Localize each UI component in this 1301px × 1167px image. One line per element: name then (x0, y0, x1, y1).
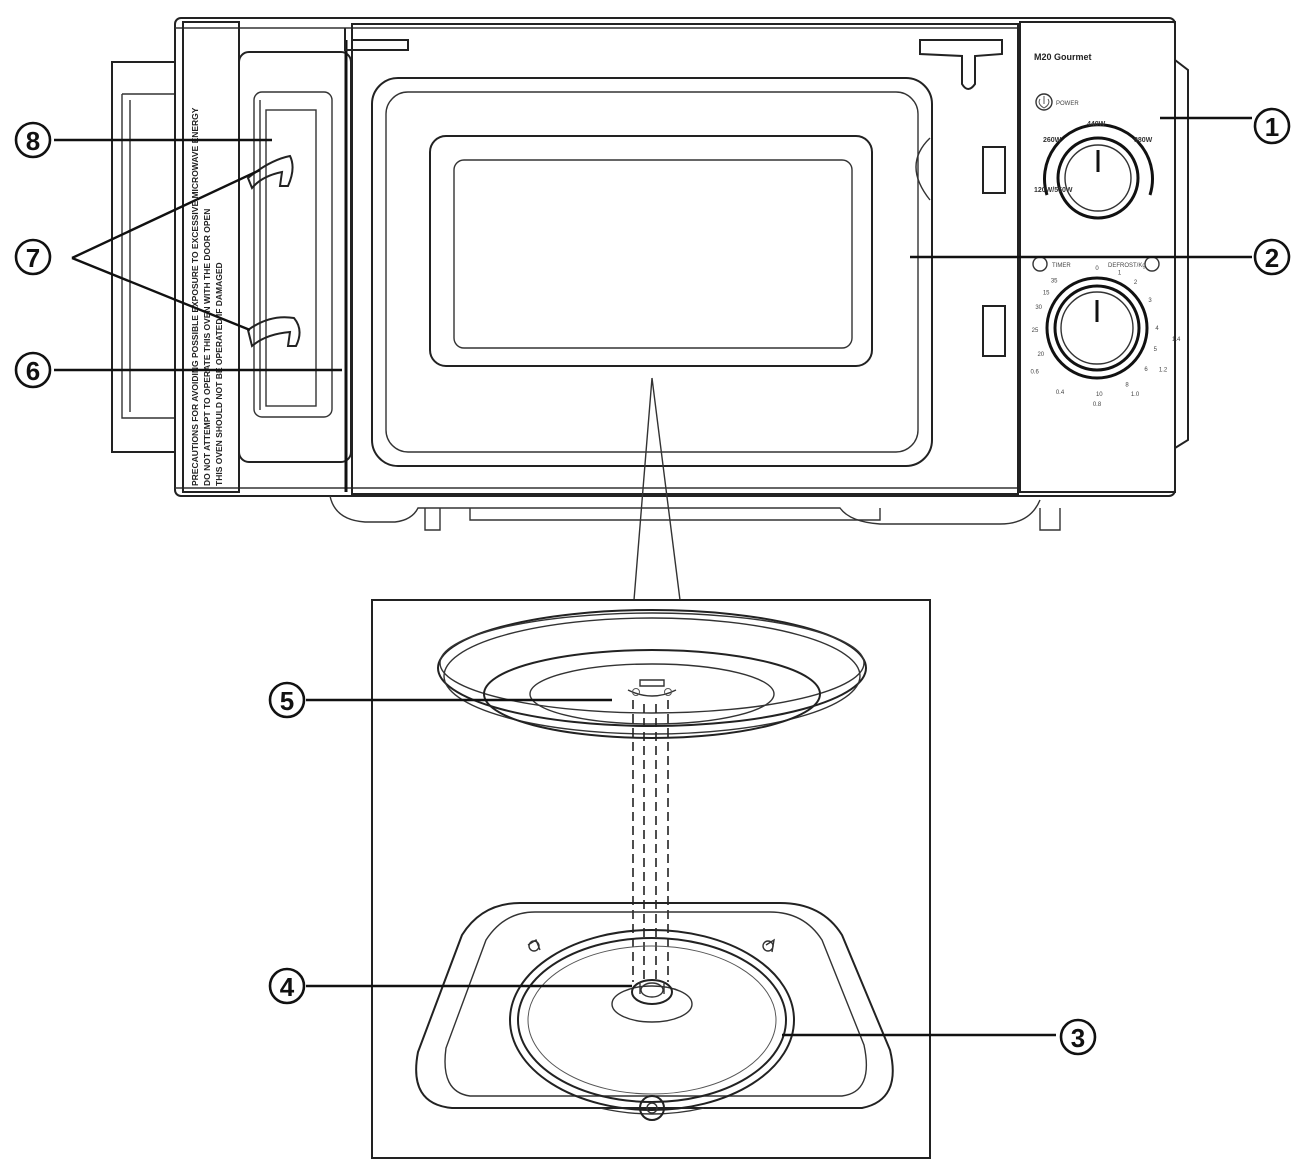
door-slot-lower (982, 305, 1006, 357)
door-hook-upper (246, 154, 294, 190)
door-latch-area (238, 40, 352, 492)
timer-dial: 0 1 2 3 4 5 6 8 10 15 20 25 30 35 0.4 0.6 0.8 1.0 1.2 1.4 (1031, 266, 1182, 408)
warning-line-3: THIS OVEN SHOULD NOT BE OPERATED IF DAMA… (214, 262, 224, 486)
roller-ring (509, 929, 795, 1115)
callout-3: 3 (1059, 1018, 1097, 1056)
power-label: POWER (1056, 101, 1079, 107)
timer-tick-label: 2 (1134, 280, 1138, 286)
callout-1: 1 (1253, 107, 1291, 145)
callout-8: 8 (14, 121, 52, 159)
timer-tick-label: 1 (1118, 270, 1122, 276)
callout-4-number: 4 (280, 972, 295, 1002)
microwave-front-view: PRECAUTIONS FOR AVOIDING POSSIBLE EXPOSU… (111, 17, 1189, 531)
glass-turntable-tray (437, 609, 867, 739)
timer-tick-label: 15 (1043, 290, 1050, 296)
callout-5-number: 5 (280, 686, 294, 716)
callout-3-number: 3 (1071, 1023, 1085, 1053)
timer-tick-label: 0.6 (1031, 370, 1040, 376)
timer-tick-label: 10 (1096, 392, 1103, 398)
door-panel (351, 23, 1019, 495)
timer-tick-label: 35 (1051, 278, 1058, 284)
timer-tick-label: 0 (1095, 266, 1099, 272)
leader-7b (71, 256, 251, 332)
timer-tick-label: 1.0 (1131, 392, 1140, 398)
power-dial: 120W/550W 260W 440W 880W (1034, 121, 1154, 220)
inset-frame (371, 599, 931, 1159)
callout-7: 7 (14, 238, 52, 276)
callout-7-number: 7 (26, 243, 40, 273)
timer-tick-label: 0.8 (1093, 402, 1102, 408)
floor-drive-hole (639, 1095, 665, 1121)
oven-feet (329, 495, 1041, 525)
callout-6-number: 6 (26, 356, 40, 386)
callout-5: 5 (268, 681, 306, 719)
defrost-label: DEFROST/Kg (1108, 263, 1146, 269)
turntable-inset (371, 377, 931, 1159)
timer-label: TIMER (1052, 263, 1071, 269)
callout-6: 6 (14, 351, 52, 389)
door-slot-upper (982, 146, 1006, 194)
model-name: M20 Gourmet (1034, 52, 1092, 62)
timer-tick-label: 8 (1125, 383, 1129, 389)
timer-tick-label: 6 (1144, 367, 1148, 373)
oven-floor-base (415, 902, 894, 1109)
timer-tick-label: 20 (1037, 352, 1044, 358)
timer-tick-label: 4 (1155, 326, 1159, 332)
timer-tick-label: 0.4 (1056, 390, 1065, 396)
timer-tick-label: 3 (1148, 298, 1152, 304)
shaft-dashed-guides (632, 700, 669, 982)
callout-2-number: 2 (1265, 243, 1279, 273)
power-label-120-550: 120W/550W (1034, 187, 1073, 194)
timer-tick-label: 5 (1154, 347, 1158, 353)
door-top-hook (919, 39, 1003, 90)
power-label-880: 880W (1134, 137, 1153, 144)
power-label-260: 260W (1043, 137, 1062, 144)
door-window-outer (371, 77, 933, 467)
door-hook-lower (246, 316, 301, 348)
warning-line-1: PRECAUTIONS FOR AVOIDING POSSIBLE EXPOSU… (190, 107, 200, 486)
door-warning-text: PRECAUTIONS FOR AVOIDING POSSIBLE EXPOSU… (190, 107, 224, 486)
callout-4: 4 (268, 967, 306, 1005)
timer-tick-label: 1.4 (1172, 337, 1181, 343)
door-window-inner (429, 135, 873, 367)
timer-tick-label: 1.2 (1159, 367, 1168, 373)
power-label-440: 440W (1087, 121, 1106, 128)
callout-1-number: 1 (1265, 112, 1279, 142)
callout-8-number: 8 (26, 126, 40, 156)
leader-lines (54, 116, 1252, 1037)
coupler (611, 979, 693, 1023)
timer-tick-label: 30 (1035, 305, 1042, 311)
timer-tick-label: 25 (1032, 328, 1039, 334)
warning-line-2: DO NOT ATTEMPT TO OPERATE THIS OVEN WITH… (202, 209, 212, 486)
callout-2: 2 (1253, 238, 1291, 276)
leader-7a (71, 168, 261, 260)
